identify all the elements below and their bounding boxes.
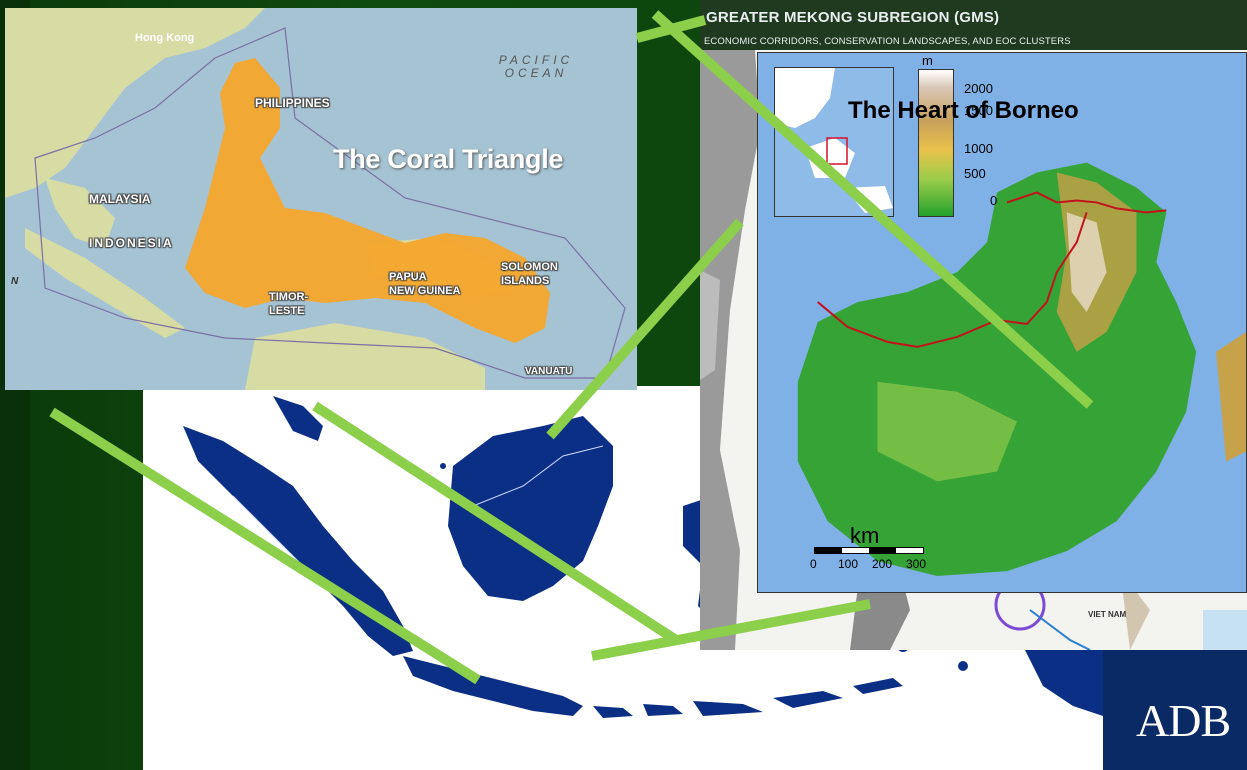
papua-island — [1023, 636, 1103, 716]
borneo-title: The Heart of Borneo — [848, 97, 1079, 124]
gms-title: GREATER MEKONG SUBREGION (GMS) — [706, 9, 1000, 26]
label-solomon-islands: SOLOMON ISLANDS — [501, 261, 558, 287]
elevation-legend-500: 500 — [964, 166, 986, 181]
coral-triangle-map — [5, 8, 637, 390]
borneo-map-panel: m 2000 1500 1000 500 0 The Heart of Born… — [757, 52, 1247, 593]
scale-label-200: 200 — [872, 557, 893, 571]
label-timor-leste: TIMOR- LESTE — [269, 291, 309, 317]
label-hong-kong: Hong Kong — [135, 32, 195, 44]
elevation-legend-2000: 2000 — [964, 81, 993, 96]
elevation-legend-1000: 1000 — [964, 141, 993, 156]
scale-label-300: 300 — [906, 557, 927, 571]
scale-label-100: 100 — [838, 557, 859, 571]
gms-label-viet-nam: VIET NAM — [1088, 610, 1127, 619]
coral-triangle-title: The Coral Triangle — [333, 144, 564, 174]
elevation-legend-unit: m — [922, 53, 933, 68]
label-indonesia: INDONESIA — [89, 236, 174, 250]
elevation-legend-bar — [918, 69, 954, 217]
label-vanuatu: VANUATU — [525, 366, 573, 377]
java-island — [403, 656, 583, 716]
adb-logo-text: ADB — [1136, 695, 1231, 746]
scale-bar — [814, 547, 924, 554]
label-papua-new-guinea: PAPUA NEW GUINEA — [389, 271, 461, 297]
label-philippines: PHILIPPINES — [255, 96, 330, 110]
label-side-n: N — [11, 276, 19, 287]
elevation-legend-0: 0 — [990, 193, 998, 208]
borneo-inset-map — [774, 67, 894, 217]
gms-subtitle: ECONOMIC CORRIDORS, CONSERVATION LANDSCA… — [704, 36, 1071, 47]
borneo-island — [448, 416, 613, 601]
label-pacific-ocean: PACIFIC OCEAN — [498, 53, 574, 80]
coral-triangle-map-panel: Hong Kong PACIFIC OCEAN PHILIPPINES The … — [5, 8, 637, 390]
scale-label-0: 0 — [810, 557, 817, 571]
adb-logo-box — [1103, 650, 1247, 770]
label-malaysia: MALAYSIA — [89, 192, 151, 206]
scale-unit: km — [850, 523, 880, 548]
sumatra-island — [183, 426, 413, 656]
